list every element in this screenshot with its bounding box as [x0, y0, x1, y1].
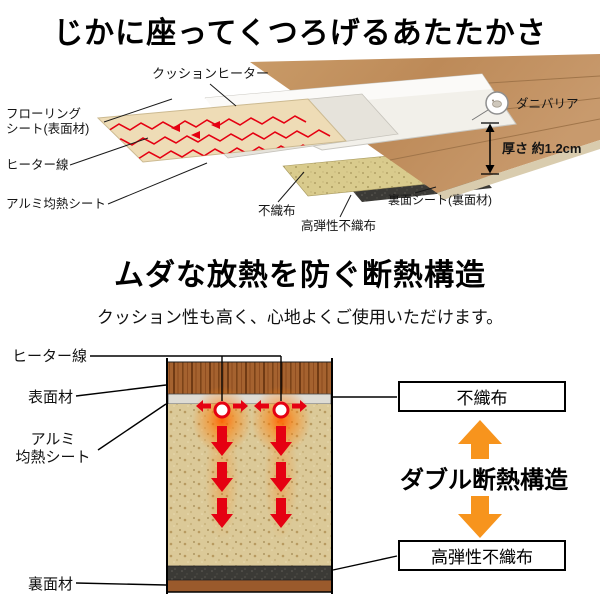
label-back-sheet: 裏面シート(裏面材) — [388, 193, 492, 207]
cs-label-aluminum-sheet: アルミ 均熱シート — [15, 431, 91, 466]
page-title: じかに座ってくつろげるあたたかさ — [53, 17, 547, 50]
label-nonwoven: 不織布 — [258, 204, 296, 218]
mat-edge-lip — [437, 140, 600, 200]
cs-label-surface-material: 表面材 — [28, 389, 74, 406]
label-cushion-heater: クッションヒーター — [152, 66, 270, 81]
heater-wire-dots — [213, 401, 290, 419]
top-leader-lines — [69, 83, 437, 218]
label-thickness: 厚さ 約1.2cm — [502, 141, 582, 156]
label-aluminum-sheet: アルミ均熱シート — [6, 197, 106, 211]
cs-label-back-material: 裏面材 — [28, 576, 74, 593]
thickness-arrow — [481, 122, 499, 175]
label-high-elastic-nonwoven: 高弾性不織布 — [301, 219, 377, 233]
insulation-subtitle: クッション性も高く、心地よくご使用いただけます。 — [96, 308, 504, 327]
cs-box-high-elastic-nonwoven: 高弾性不織布 — [398, 540, 566, 571]
cs-wood-layer — [168, 362, 331, 394]
label-heater-wire: ヒーター線 — [6, 158, 69, 172]
lateral-heat-arrows — [196, 400, 307, 412]
cs-box-nonwoven: 不織布 — [398, 381, 566, 412]
heater-sheet — [96, 98, 348, 163]
cs-dark-layer — [168, 566, 331, 580]
mite-barrier-icon — [471, 91, 509, 121]
heat-direction-marks — [171, 121, 220, 139]
cs-label-heater-wire: ヒーター線 — [12, 348, 88, 365]
mat-cutaway-illustration — [96, 54, 600, 202]
cross-section-illustration — [166, 358, 333, 594]
label-mite-barrier: ダニバリア — [516, 97, 579, 111]
cs-back-layer — [168, 580, 331, 592]
downward-heat-arrows — [211, 426, 292, 528]
cs-label-double-insulation: ダブル断熱構造 — [384, 459, 584, 496]
insulation-title: ムダな放熱を防ぐ断熱構造 — [114, 259, 486, 292]
cross-section-leader-lines — [75, 355, 398, 586]
label-flooring-sheet: フローリング シート(表面材) — [6, 107, 90, 137]
